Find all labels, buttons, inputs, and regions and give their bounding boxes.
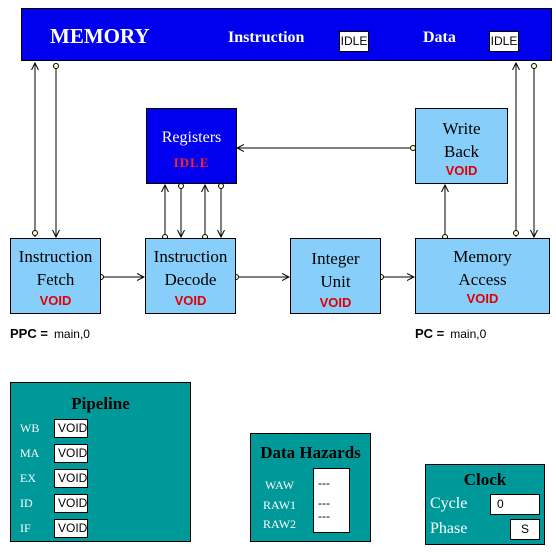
memory-access-stage: Memory Access VOID: [415, 238, 550, 314]
fetch-label-2: Fetch: [36, 270, 75, 289]
memory-access-label-1: Memory: [453, 247, 512, 266]
write-back-stage: Write Back VOID: [415, 108, 508, 184]
pipeline-stage-ex: EX: [20, 471, 36, 485]
pc-value: main,0: [450, 327, 487, 341]
clock-title: Clock: [463, 470, 507, 489]
registers-label: Registers: [161, 129, 222, 146]
registers-status: IDLE: [173, 155, 210, 170]
hazard-label-raw1: RAW1: [263, 498, 297, 512]
ppc-readout: PPC = main,0: [10, 326, 90, 341]
cycle-label: Cycle: [430, 495, 468, 512]
pipeline-title: Pipeline: [71, 394, 130, 413]
integer-unit-stage: Integer Unit VOID: [290, 238, 381, 314]
data-hazards-title: Data Hazards: [260, 443, 361, 462]
phase-value: S: [510, 519, 540, 540]
memory-access-label-2: Access: [458, 270, 507, 289]
hazard-value-waw: ---: [318, 476, 330, 490]
pc-readout: PC = main,0: [415, 326, 486, 341]
phase-label: Phase: [430, 520, 468, 537]
ppc-value: main,0: [53, 327, 90, 341]
write-back-label-2: Back: [444, 142, 479, 161]
decode-status: VOID: [174, 293, 207, 308]
pipeline-value-id: VOID: [54, 494, 88, 513]
integer-unit-label-1: Integer: [311, 249, 360, 268]
cycle-value: 0: [490, 494, 540, 515]
memory-title: MEMORY: [50, 24, 150, 48]
data-memory-status: IDLE: [489, 31, 519, 52]
instruction-decode-stage: Instruction Decode VOID: [145, 238, 236, 314]
pipeline-value-wb: VOID: [54, 419, 88, 438]
pipeline-value-ex: VOID: [54, 469, 88, 488]
pc-label: PC =: [415, 326, 445, 341]
pipeline-stage-ma: MA: [20, 446, 40, 460]
decode-label-2: Decode: [164, 270, 217, 289]
memory-access-status: VOID: [466, 291, 499, 306]
pipeline-panel: Pipeline: [10, 382, 191, 542]
hazards-value-box: [313, 468, 350, 533]
decode-label-1: Instruction: [153, 247, 228, 266]
hazard-value-raw2: ---: [318, 509, 330, 523]
instruction-memory-label: Instruction: [228, 29, 305, 46]
fetch-status: VOID: [39, 293, 72, 308]
data-memory-label: Data: [423, 29, 456, 46]
write-back-label-1: Write: [442, 119, 481, 138]
registers-unit: Registers IDLE: [146, 108, 237, 184]
instruction-memory-status: IDLE: [339, 31, 369, 52]
pipeline-stage-id: ID: [20, 496, 33, 510]
integer-unit-label-2: Unit: [320, 272, 351, 291]
instruction-fetch-stage: Instruction Fetch VOID: [10, 238, 101, 314]
ppc-label: PPC =: [10, 326, 48, 341]
write-back-status: VOID: [445, 163, 478, 178]
fetch-label-1: Instruction: [18, 247, 93, 266]
data-hazards-panel: Data Hazards: [250, 433, 371, 542]
hazard-label-waw: WAW: [265, 478, 295, 492]
pipeline-value-if: VOID: [54, 519, 88, 538]
pipeline-stage-if: IF: [20, 521, 31, 535]
pipeline-value-ma: VOID: [54, 444, 88, 463]
pipeline-stage-wb: WB: [20, 421, 40, 435]
hazard-label-raw2: RAW2: [263, 517, 297, 531]
hazard-value-raw1: ---: [318, 496, 330, 510]
integer-unit-status: VOID: [319, 295, 352, 310]
memory-unit: [21, 8, 552, 61]
